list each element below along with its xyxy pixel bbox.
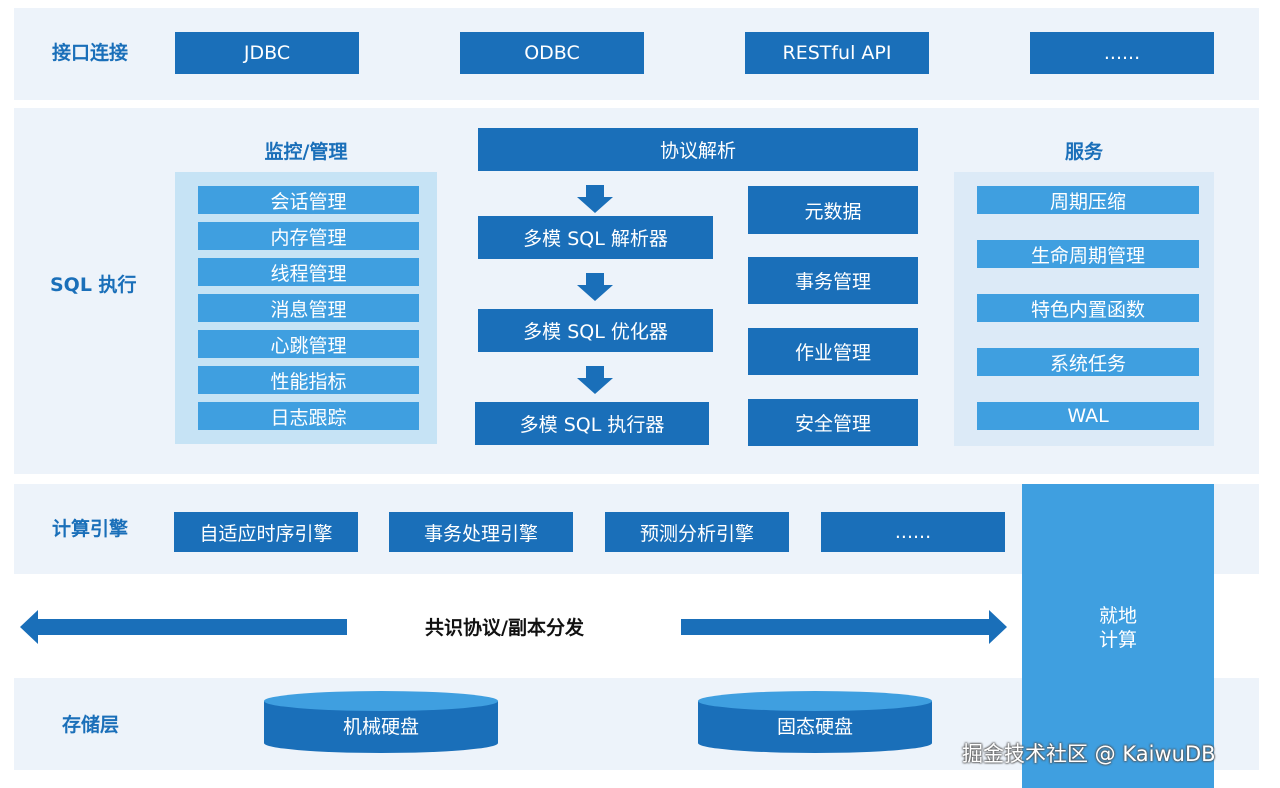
engine-more: ...... xyxy=(821,512,1005,552)
service-item-lifecycle: 生命周期管理 xyxy=(977,240,1199,268)
monitor-item-log: 日志跟踪 xyxy=(198,402,419,430)
hdd-cylinder-icon xyxy=(264,691,498,753)
monitor-item-session: 会话管理 xyxy=(198,186,419,214)
monitor-item-message: 消息管理 xyxy=(198,294,419,322)
services-section-title: 服务 xyxy=(1064,141,1103,163)
interface-layer-label: 接口连接 xyxy=(52,42,129,64)
down-arrow-icon xyxy=(577,273,613,301)
local-compute-label: 就地 计算 xyxy=(1098,605,1137,651)
monitor-item-heartbeat: 心跳管理 xyxy=(198,330,419,358)
service-item-system-tasks: 系统任务 xyxy=(977,348,1199,376)
sql-parser-box: 多模 SQL 解析器 xyxy=(478,216,713,259)
service-item-compaction: 周期压缩 xyxy=(977,186,1199,214)
compute-layer-label: 计算引擎 xyxy=(52,518,129,540)
sql-optimizer-box: 多模 SQL 优化器 xyxy=(478,309,713,352)
sql-layer-label: SQL 执行 xyxy=(50,274,137,296)
module-job: 作业管理 xyxy=(748,328,918,375)
down-arrow-icon xyxy=(577,185,613,213)
ssd-cylinder-icon xyxy=(698,691,932,753)
engine-transaction: 事务处理引擎 xyxy=(389,512,573,552)
monitor-section-title: 监控/管理 xyxy=(264,141,348,163)
protocol-parsing-box: 协议解析 xyxy=(478,128,918,171)
right-arrow-icon xyxy=(681,610,1007,644)
storage-layer-label: 存储层 xyxy=(62,714,120,736)
module-metadata: 元数据 xyxy=(748,186,918,234)
module-transaction: 事务管理 xyxy=(748,257,918,304)
interface-more: ...... xyxy=(1030,32,1214,74)
interface-jdbc: JDBC xyxy=(175,32,359,74)
left-arrow-icon xyxy=(20,610,347,644)
watermark: 掘金技术社区 @ KaiwuDB xyxy=(962,742,1216,766)
engine-adaptive-timeseries: 自适应时序引擎 xyxy=(174,512,358,552)
storage-ssd-label: 固态硬盘 xyxy=(776,716,853,738)
service-item-wal: WAL xyxy=(977,402,1199,430)
module-security: 安全管理 xyxy=(748,399,918,446)
monitor-item-memory: 内存管理 xyxy=(198,222,419,250)
interface-restful-api: RESTful API xyxy=(745,32,929,74)
down-arrow-icon xyxy=(577,366,613,394)
storage-hdd-label: 机械硬盘 xyxy=(342,716,419,738)
local-compute-column xyxy=(1022,484,1214,788)
monitor-item-metrics: 性能指标 xyxy=(198,366,419,394)
service-item-builtin-functions: 特色内置函数 xyxy=(977,294,1199,322)
sql-executor-box: 多模 SQL 执行器 xyxy=(475,402,709,445)
consensus-label: 共识协议/副本分发 xyxy=(425,617,584,639)
monitor-item-thread: 线程管理 xyxy=(198,258,419,286)
engine-predictive-analytics: 预测分析引擎 xyxy=(605,512,789,552)
interface-odbc: ODBC xyxy=(460,32,644,74)
